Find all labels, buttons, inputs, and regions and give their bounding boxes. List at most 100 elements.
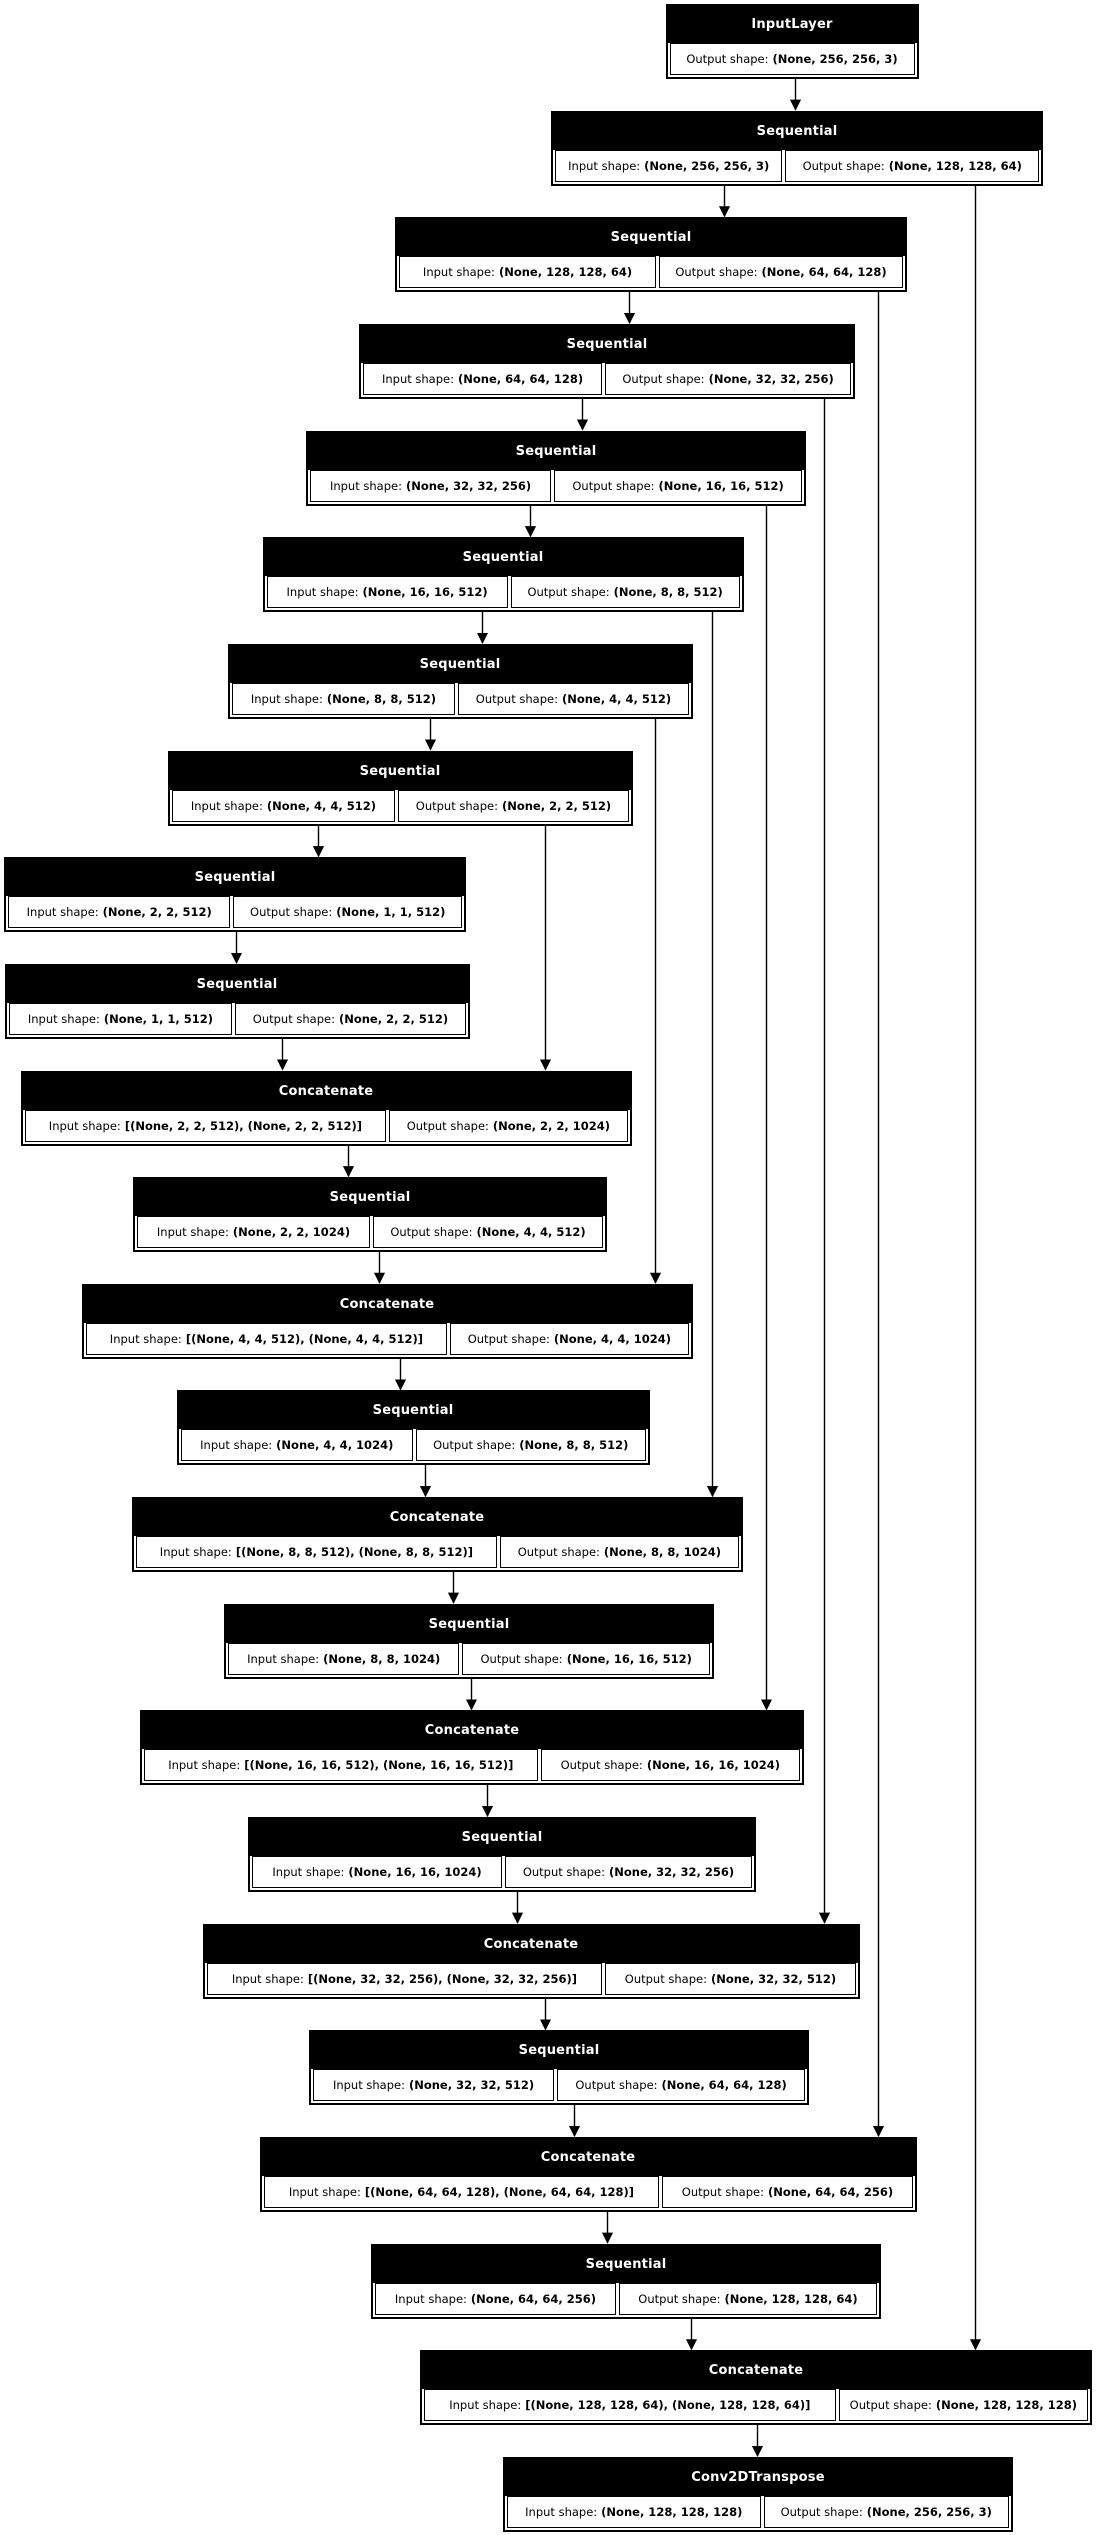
- input-shape-value: (None, 8, 8, 512): [326, 692, 437, 706]
- output-shape-value: (None, 32, 32, 256): [609, 1865, 735, 1879]
- layer-title: Sequential: [553, 113, 1041, 150]
- output-shape-prefix: Output shape:: [522, 1865, 606, 1879]
- layer-node-4-sequential: Sequential Input shape:(None, 64, 64, 12…: [359, 324, 855, 399]
- layer-node-16-sequential: Sequential Input shape:(None, 8, 8, 1024…: [224, 1604, 714, 1679]
- layer-node-17-concatenate: Concatenate Input shape:[(None, 16, 16, …: [140, 1710, 804, 1785]
- output-shape-cell: Output shape:(None, 2, 2, 512): [398, 790, 629, 822]
- input-shape-cell: Input shape:[(None, 16, 16, 512), (None,…: [144, 1749, 538, 1781]
- input-shape-cell: Input shape:(None, 1, 1, 512): [8, 1003, 233, 1035]
- input-shape-cell: Input shape:[(None, 128, 128, 64), (None…: [424, 2389, 836, 2421]
- input-shape-cell: Input shape:(None, 64, 64, 128): [363, 363, 603, 395]
- layer-title: Sequential: [250, 1819, 754, 1856]
- output-shape-prefix: Output shape:: [517, 1545, 600, 1559]
- input-shape-prefix: Input shape:: [525, 2505, 598, 2519]
- output-shape-prefix: Output shape:: [390, 1225, 473, 1239]
- output-shape-value: (None, 2, 2, 512): [338, 1012, 449, 1026]
- output-shape-value: (None, 64, 64, 256): [767, 2185, 894, 2199]
- layer-shapes-row: Input shape:(None, 64, 64, 128) Output s…: [361, 363, 853, 397]
- input-shape-value: (None, 32, 32, 512): [408, 2078, 535, 2092]
- input-shape-value: (None, 16, 16, 512): [362, 585, 488, 599]
- layer-title: InputLayer: [667, 6, 917, 43]
- input-shape-prefix: Input shape:: [159, 1545, 232, 1559]
- output-shape-value: (None, 256, 256, 3): [866, 2505, 992, 2519]
- output-shape-value: (None, 32, 32, 512): [710, 1972, 837, 1986]
- output-shape-cell: Output shape:(None, 32, 32, 512): [605, 1963, 856, 1995]
- layer-node-11-concatenate: Concatenate Input shape:[(None, 2, 2, 51…: [20, 1071, 632, 1146]
- output-shape-value: (None, 2, 2, 512): [501, 799, 612, 813]
- input-shape-prefix: Input shape:: [156, 1225, 229, 1239]
- input-shape-value: (None, 16, 16, 1024): [348, 1865, 482, 1879]
- output-shape-value: (None, 8, 8, 512): [613, 585, 723, 599]
- layer-node-3-sequential: Sequential Input shape:(None, 128, 128, …: [395, 217, 907, 292]
- output-shape-value: (None, 16, 16, 512): [658, 479, 784, 493]
- layer-node-10-sequential: Sequential Input shape:(None, 1, 1, 512)…: [4, 964, 470, 1039]
- input-shape-value: [(None, 32, 32, 256), (None, 32, 32, 256…: [307, 1972, 578, 1986]
- input-shape-prefix: Input shape:: [48, 1119, 121, 1133]
- output-shape-prefix: Output shape:: [572, 479, 655, 493]
- output-shape-prefix: Output shape:: [849, 2398, 932, 2412]
- input-shape-cell: Input shape:[(None, 4, 4, 512), (None, 4…: [85, 1323, 448, 1355]
- layer-title: Sequential: [226, 1606, 712, 1643]
- input-shape-cell: Input shape:(None, 256, 256, 3): [555, 150, 783, 182]
- input-shape-value: [(None, 64, 64, 128), (None, 64, 64, 128…: [364, 2185, 635, 2199]
- layer-shapes-row: Input shape:(None, 2, 2, 1024) Output sh…: [135, 1216, 605, 1250]
- layer-shapes-row: Input shape:(None, 16, 16, 512) Output s…: [265, 576, 742, 610]
- output-shape-prefix: Output shape:: [433, 1438, 516, 1452]
- output-shape-value: (None, 64, 64, 128): [761, 265, 887, 279]
- layer-title: Sequential: [135, 1179, 605, 1216]
- layer-title: Sequential: [178, 1392, 648, 1429]
- output-shape-cell: Output shape:(None, 32, 32, 256): [605, 363, 851, 395]
- input-shape-value: (None, 2, 2, 512): [102, 905, 212, 919]
- output-shape-value: (None, 1, 1, 512): [336, 905, 446, 919]
- layer-node-15-concatenate: Concatenate Input shape:[(None, 8, 8, 51…: [131, 1497, 743, 1572]
- layer-shapes-row: Input shape:[(None, 64, 64, 128), (None,…: [262, 2176, 915, 2210]
- layer-node-2-sequential: Sequential Input shape:(None, 256, 256, …: [551, 111, 1043, 186]
- input-shape-cell: Input shape:[(None, 32, 32, 256), (None,…: [206, 1963, 603, 1995]
- input-shape-prefix: Input shape:: [250, 692, 323, 706]
- layer-shapes-row: Input shape:(None, 16, 16, 1024) Output …: [250, 1856, 754, 1890]
- input-shape-value: (None, 64, 64, 128): [457, 372, 584, 386]
- input-shape-value: [(None, 2, 2, 512), (None, 2, 2, 512)]: [124, 1119, 362, 1133]
- output-shape-value: (None, 8, 8, 1024): [603, 1545, 722, 1559]
- output-shape-cell: Output shape:(None, 16, 16, 1024): [540, 1749, 800, 1781]
- layer-title: Sequential: [169, 753, 631, 790]
- layer-node-12-sequential: Sequential Input shape:(None, 2, 2, 1024…: [133, 1177, 607, 1252]
- layer-shapes-row: Input shape:[(None, 128, 128, 64), (None…: [422, 2389, 1090, 2423]
- layer-node-21-concatenate: Concatenate Input shape:[(None, 64, 64, …: [259, 2137, 917, 2212]
- input-shape-cell: Input shape:(None, 2, 2, 512): [8, 896, 231, 928]
- input-shape-cell: Input shape:[(None, 64, 64, 128), (None,…: [263, 2176, 660, 2208]
- layer-title: Sequential: [308, 433, 804, 470]
- layer-node-20-sequential: Sequential Input shape:(None, 32, 32, 51…: [309, 2030, 809, 2105]
- output-shape-cell: Output shape:(None, 16, 16, 512): [462, 1643, 710, 1675]
- layer-shapes-row: Input shape:(None, 128, 128, 64) Output …: [397, 256, 905, 290]
- output-shape-prefix: Output shape:: [480, 1652, 563, 1666]
- input-shape-value: (None, 32, 32, 256): [405, 479, 532, 493]
- layer-title: Concatenate: [261, 2139, 915, 2176]
- layer-node-1-inputlayer: InputLayer Output shape:(None, 256, 256,…: [665, 4, 919, 79]
- output-shape-value: (None, 8, 8, 512): [519, 1438, 629, 1452]
- output-shape-value: (None, 16, 16, 512): [566, 1652, 692, 1666]
- output-shape-prefix: Output shape:: [622, 372, 705, 386]
- input-shape-value: (None, 2, 2, 1024): [232, 1225, 351, 1239]
- layer-node-7-sequential: Sequential Input shape:(None, 8, 8, 512)…: [227, 644, 693, 719]
- layer-shapes-row: Input shape:(None, 8, 8, 1024) Output sh…: [226, 1643, 712, 1677]
- output-shape-prefix: Output shape:: [802, 159, 885, 173]
- output-shape-cell: Output shape:(None, 4, 4, 512): [373, 1216, 603, 1248]
- output-shape-prefix: Output shape:: [686, 52, 769, 66]
- output-shape-value: (None, 32, 32, 256): [708, 372, 834, 386]
- layer-shapes-row: Input shape:[(None, 2, 2, 512), (None, 2…: [23, 1110, 630, 1144]
- layer-title: Sequential: [264, 539, 742, 576]
- input-shape-prefix: Input shape:: [394, 2292, 467, 2306]
- layer-node-13-concatenate: Concatenate Input shape:[(None, 4, 4, 51…: [81, 1284, 693, 1359]
- output-shape-prefix: Output shape:: [780, 2505, 863, 2519]
- input-shape-value: [(None, 8, 8, 512), (None, 8, 8, 512)]: [235, 1545, 473, 1559]
- input-shape-value: (None, 4, 4, 1024): [276, 1438, 394, 1452]
- output-shape-prefix: Output shape:: [675, 265, 758, 279]
- input-shape-prefix: Input shape:: [332, 2078, 405, 2092]
- output-shape-cell: Output shape:(None, 4, 4, 512): [458, 683, 689, 715]
- layer-shapes-row: Input shape:(None, 4, 4, 1024) Output sh…: [179, 1429, 648, 1463]
- layer-node-23-concatenate: Concatenate Input shape:[(None, 128, 128…: [420, 2350, 1092, 2425]
- input-shape-value: [(None, 4, 4, 512), (None, 4, 4, 512)]: [185, 1332, 423, 1346]
